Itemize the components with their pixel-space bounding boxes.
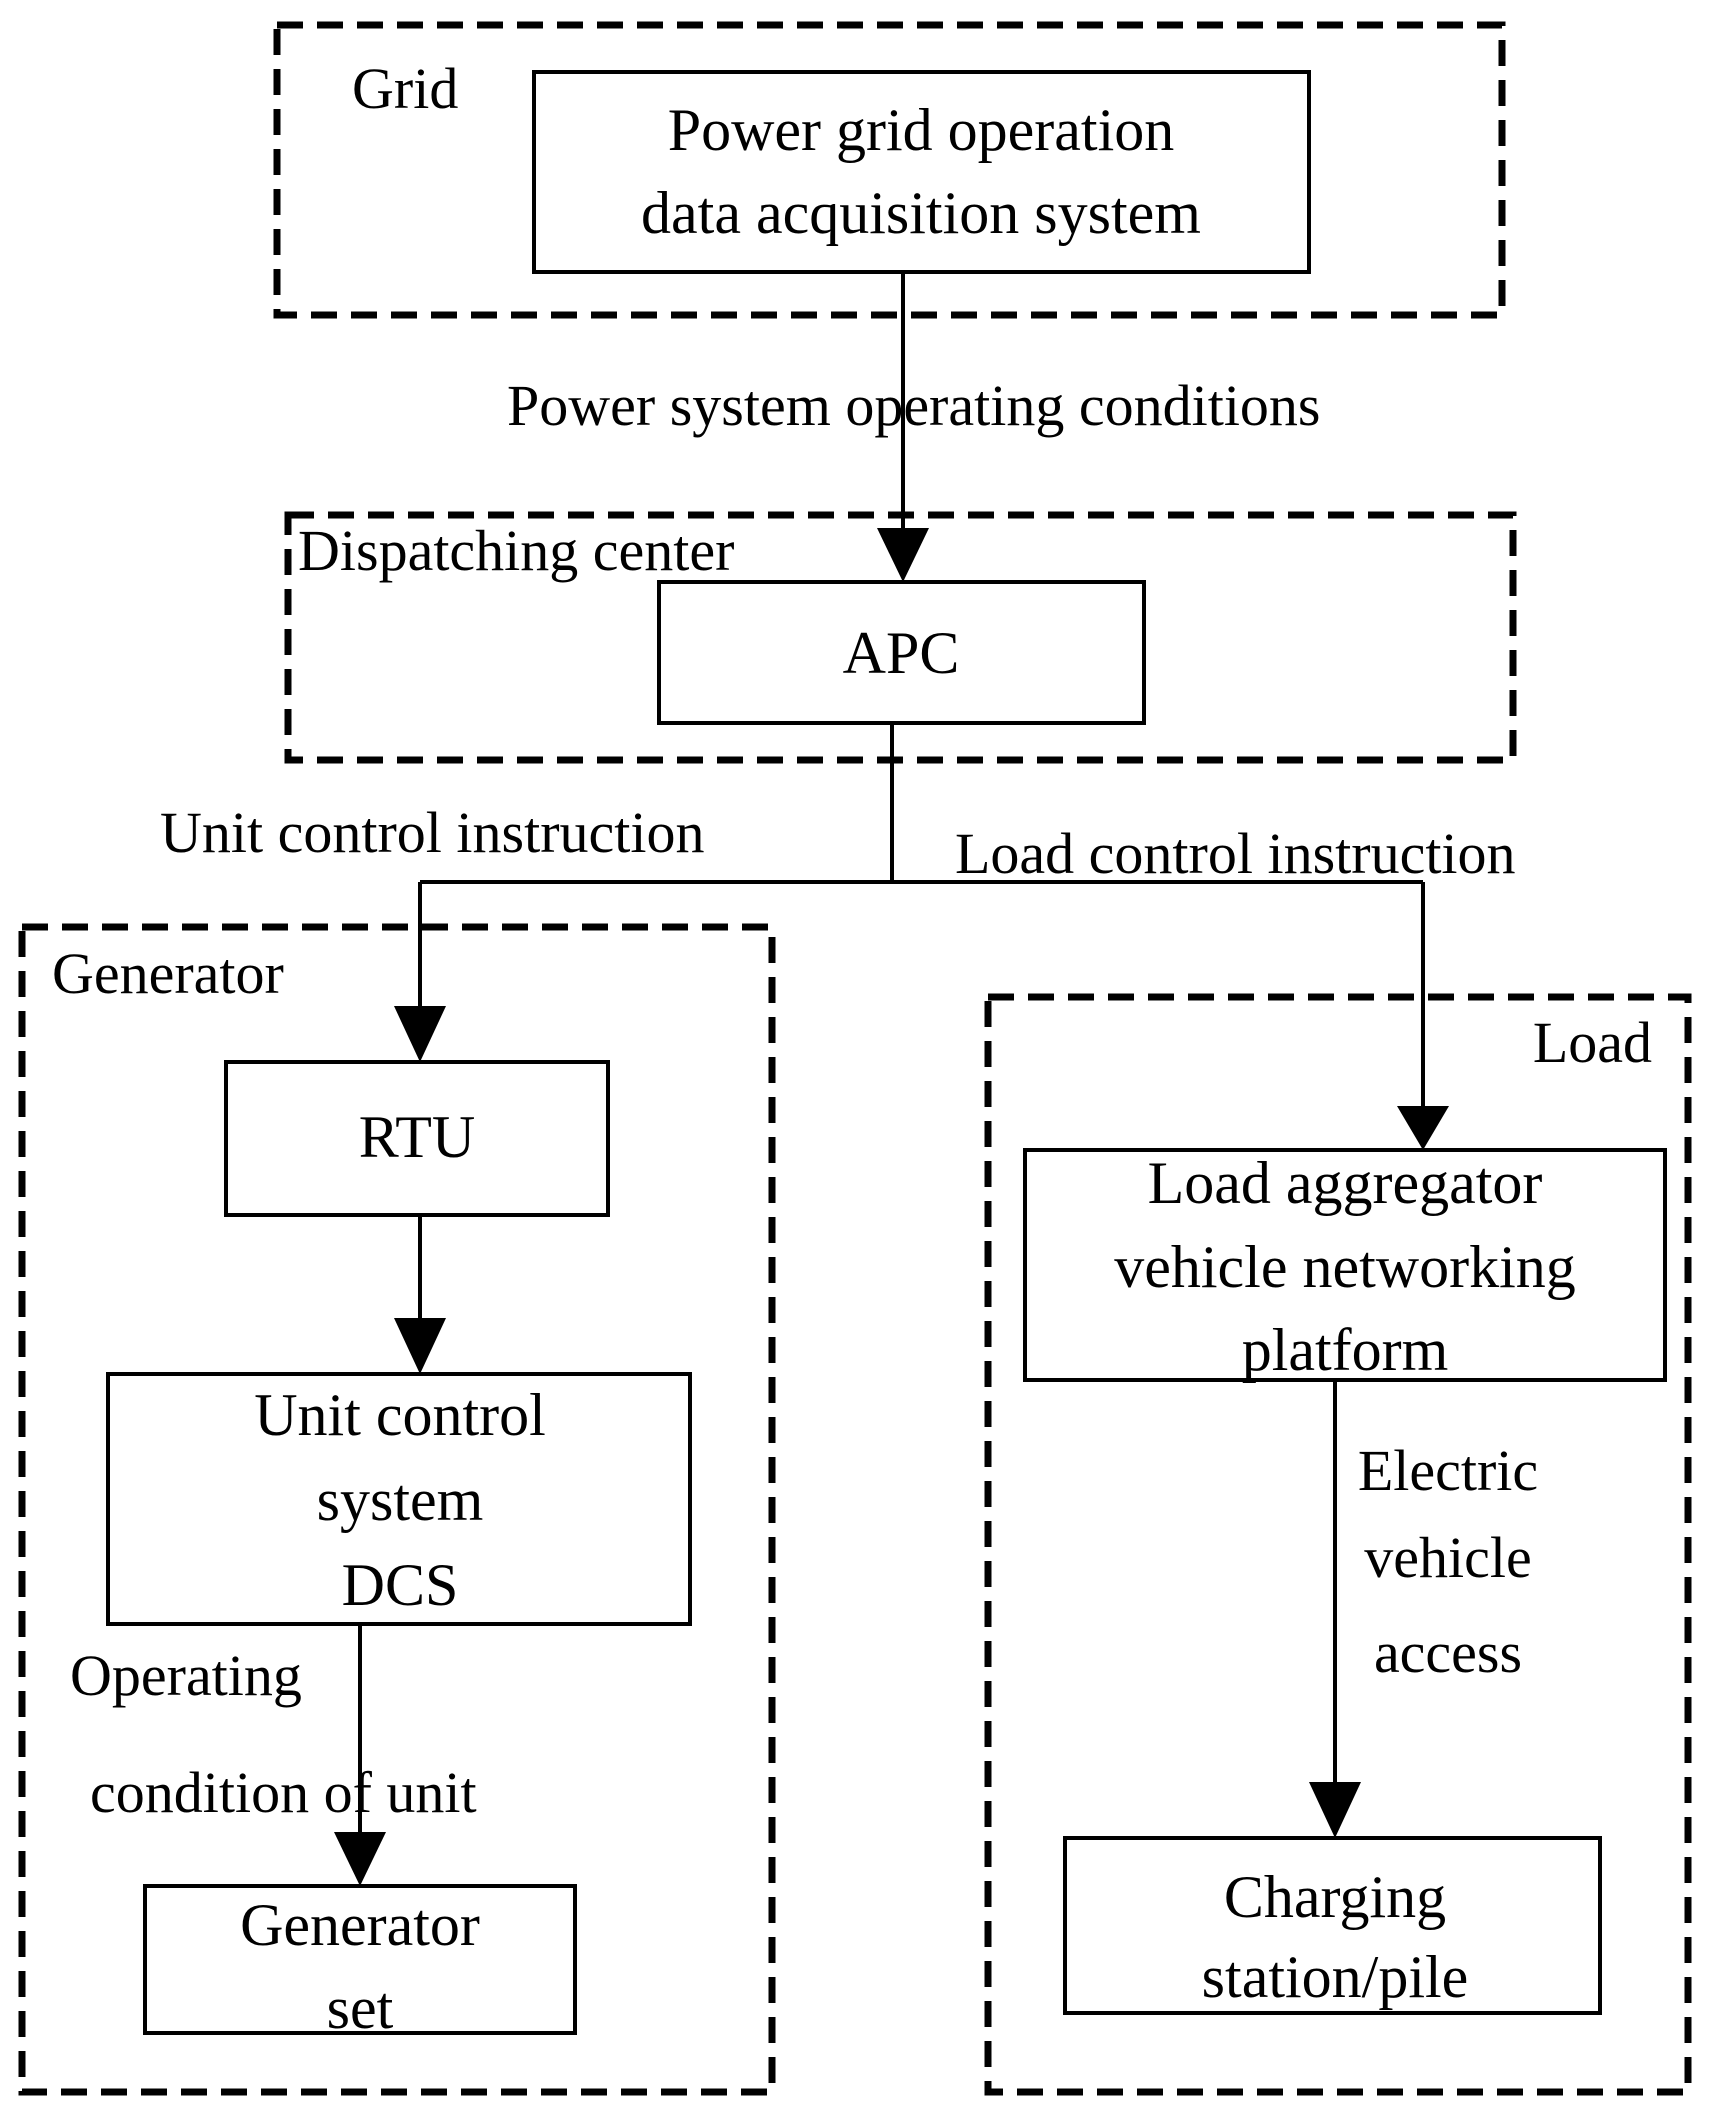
power-grid-box-line-1: Power grid operation — [668, 97, 1175, 163]
power-grid-data-acquisition-box — [532, 70, 1311, 274]
arrowhead-to-charging — [1309, 1782, 1361, 1838]
rtu-label: RTU — [359, 1104, 475, 1170]
grid-group-label: Grid — [352, 56, 458, 121]
charging-station-box — [1063, 1836, 1602, 2015]
charging-station-line-2: station/pile — [1202, 1944, 1469, 2010]
dispatching-center-group — [284, 511, 1517, 764]
generator-group-label: Generator — [52, 941, 284, 1006]
load-aggregator-line-3: platform — [1242, 1317, 1449, 1383]
load-group-label: Load — [1533, 1010, 1652, 1075]
grid-group — [273, 21, 1506, 319]
generator-set-line-1: Generator — [240, 1892, 480, 1958]
generator-group — [18, 923, 776, 2096]
apc-label: APC — [843, 620, 960, 686]
load-group — [984, 993, 1692, 2096]
generator-set-box — [143, 1884, 577, 2035]
generator-set-line-2: set — [327, 1975, 394, 2041]
load-control-instruction-label: Load control instruction — [955, 821, 1516, 886]
power-system-conditions-label: Power system operating conditions — [507, 373, 1321, 438]
unit-control-line-1: Unit control — [254, 1382, 546, 1448]
apc-box — [657, 580, 1146, 725]
ev-access-line-3: access — [1374, 1620, 1522, 1685]
power-grid-box-line-2: data acquisition system — [641, 180, 1201, 246]
ev-access-line-1: Electric — [1358, 1438, 1538, 1503]
arrowhead-to-load-platform — [1397, 1106, 1449, 1150]
unit-control-instruction-label: Unit control instruction — [160, 800, 705, 865]
arrowhead-to-genset — [334, 1832, 386, 1886]
load-aggregator-line-2: vehicle networking — [1114, 1234, 1576, 1300]
arrowhead-to-apc — [877, 528, 929, 582]
operating-condition-line-2: condition of unit — [90, 1760, 477, 1825]
ev-access-line-2: vehicle — [1364, 1525, 1531, 1590]
charging-station-line-1: Charging — [1224, 1864, 1446, 1930]
arrowhead-to-ucs — [394, 1318, 446, 1374]
unit-control-line-2: system — [317, 1467, 484, 1533]
rtu-box — [224, 1060, 610, 1217]
arrowhead-to-rtu — [394, 1006, 446, 1062]
load-aggregator-platform-box — [1023, 1148, 1667, 1382]
unit-control-system-box — [106, 1372, 692, 1626]
unit-control-line-3: DCS — [342, 1552, 459, 1618]
load-aggregator-line-1: Load aggregator — [1148, 1150, 1543, 1216]
operating-condition-line-1: Operating — [70, 1643, 302, 1708]
dispatching-center-label: Dispatching center — [298, 518, 734, 583]
